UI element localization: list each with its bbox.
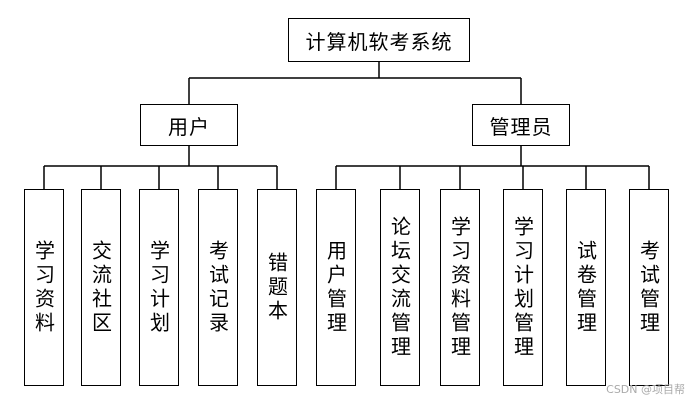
group-label-user: 用户 [168, 114, 210, 139]
leaf-node-exam-management: 考试管理 [629, 189, 669, 386]
leaf-node-user-management: 用户管理 [316, 189, 356, 386]
leaf-node-community: 交流社区 [81, 189, 121, 386]
group-node-admin: 管理员 [472, 104, 570, 146]
watermark: CSDN @项目帮 [606, 383, 685, 396]
leaf-node-study-materials: 学习资料 [24, 189, 64, 386]
leaf-node-plan-management: 学习计划管理 [503, 189, 543, 386]
leaf-node-forum-management: 论坛交流管理 [380, 189, 420, 386]
leaf-node-exam-records: 考试记录 [198, 189, 238, 386]
group-node-user: 用户 [140, 104, 238, 146]
group-label-admin: 管理员 [489, 114, 553, 139]
leaf-node-study-plan: 学习计划 [139, 189, 179, 386]
leaf-node-paper-management: 试卷管理 [566, 189, 606, 386]
leaf-node-wrong-questions: 错题本 [257, 189, 297, 386]
root-label: 计算机软考系统 [305, 29, 453, 54]
leaf-node-materials-management: 学习资料管理 [440, 189, 480, 386]
root-node: 计算机软考系统 [288, 18, 470, 62]
